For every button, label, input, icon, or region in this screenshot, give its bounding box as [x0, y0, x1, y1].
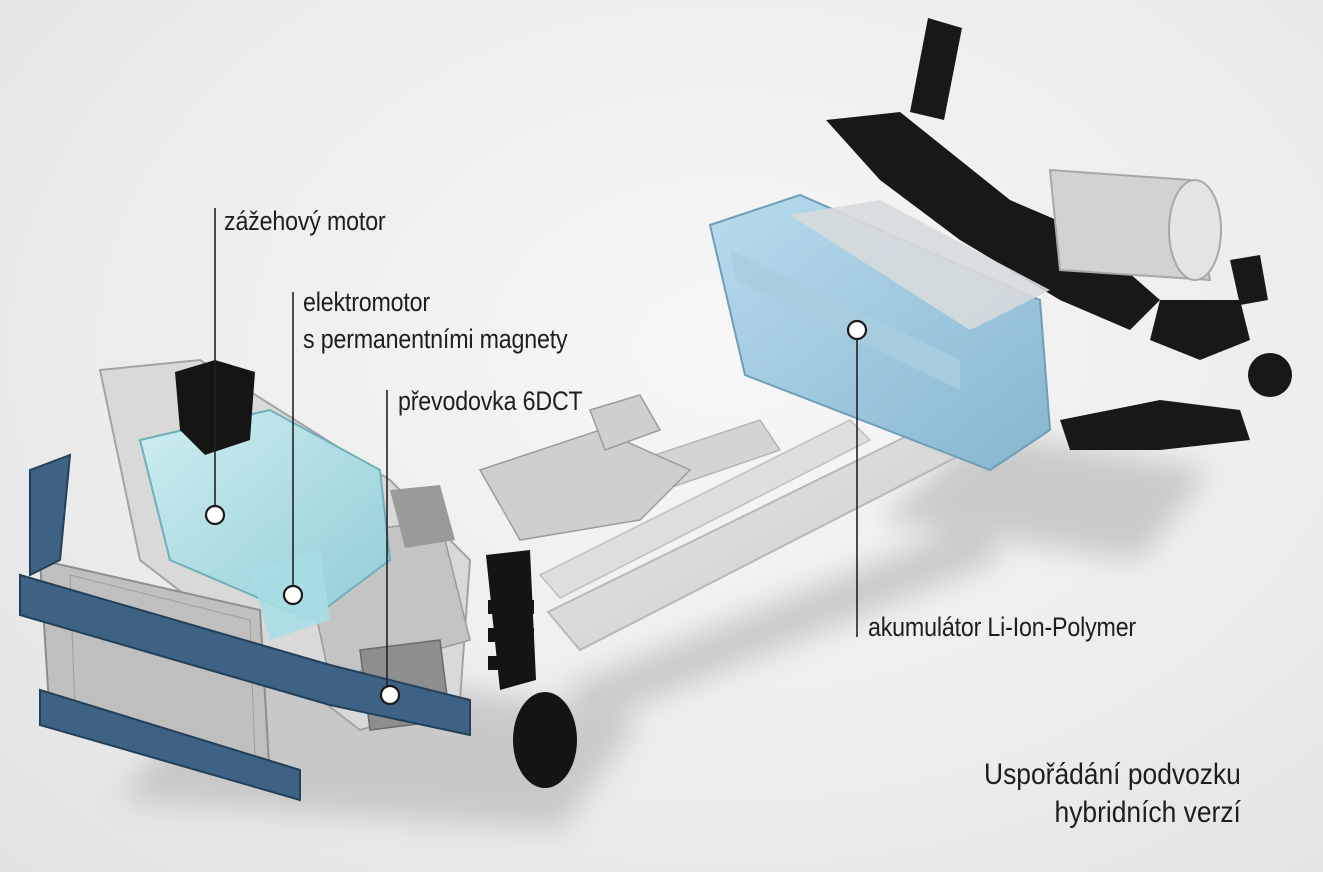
battery-marker	[846, 319, 868, 341]
rear-tank	[1048, 168, 1222, 282]
label-gearbox: převodovka 6DCT	[398, 386, 583, 416]
callout-lines	[214, 208, 858, 695]
label-battery: akumulátor Li-Ion-Polymer	[868, 612, 1136, 642]
front-bumper	[19, 453, 471, 802]
engine-marker	[204, 504, 226, 526]
emotor-marker	[282, 584, 304, 606]
battery-pack	[708, 193, 1052, 472]
engine-cover	[138, 408, 392, 640]
front-strut	[486, 550, 577, 788]
diagram-caption: Uspořádání podvozku hybridních verzí	[984, 756, 1241, 832]
caption-line2: hybridních verzí	[1054, 796, 1241, 829]
label-engine: zážehový motor	[224, 206, 386, 236]
label-emotor-line1: elektromotor	[303, 287, 430, 317]
gearbox-marker	[379, 684, 401, 706]
rear-subframe	[826, 18, 1292, 450]
caption-line1: Uspořádání podvozku	[984, 758, 1241, 791]
middle-parts	[478, 394, 692, 541]
label-emotor-line2: s permanentními magnety	[303, 324, 568, 354]
